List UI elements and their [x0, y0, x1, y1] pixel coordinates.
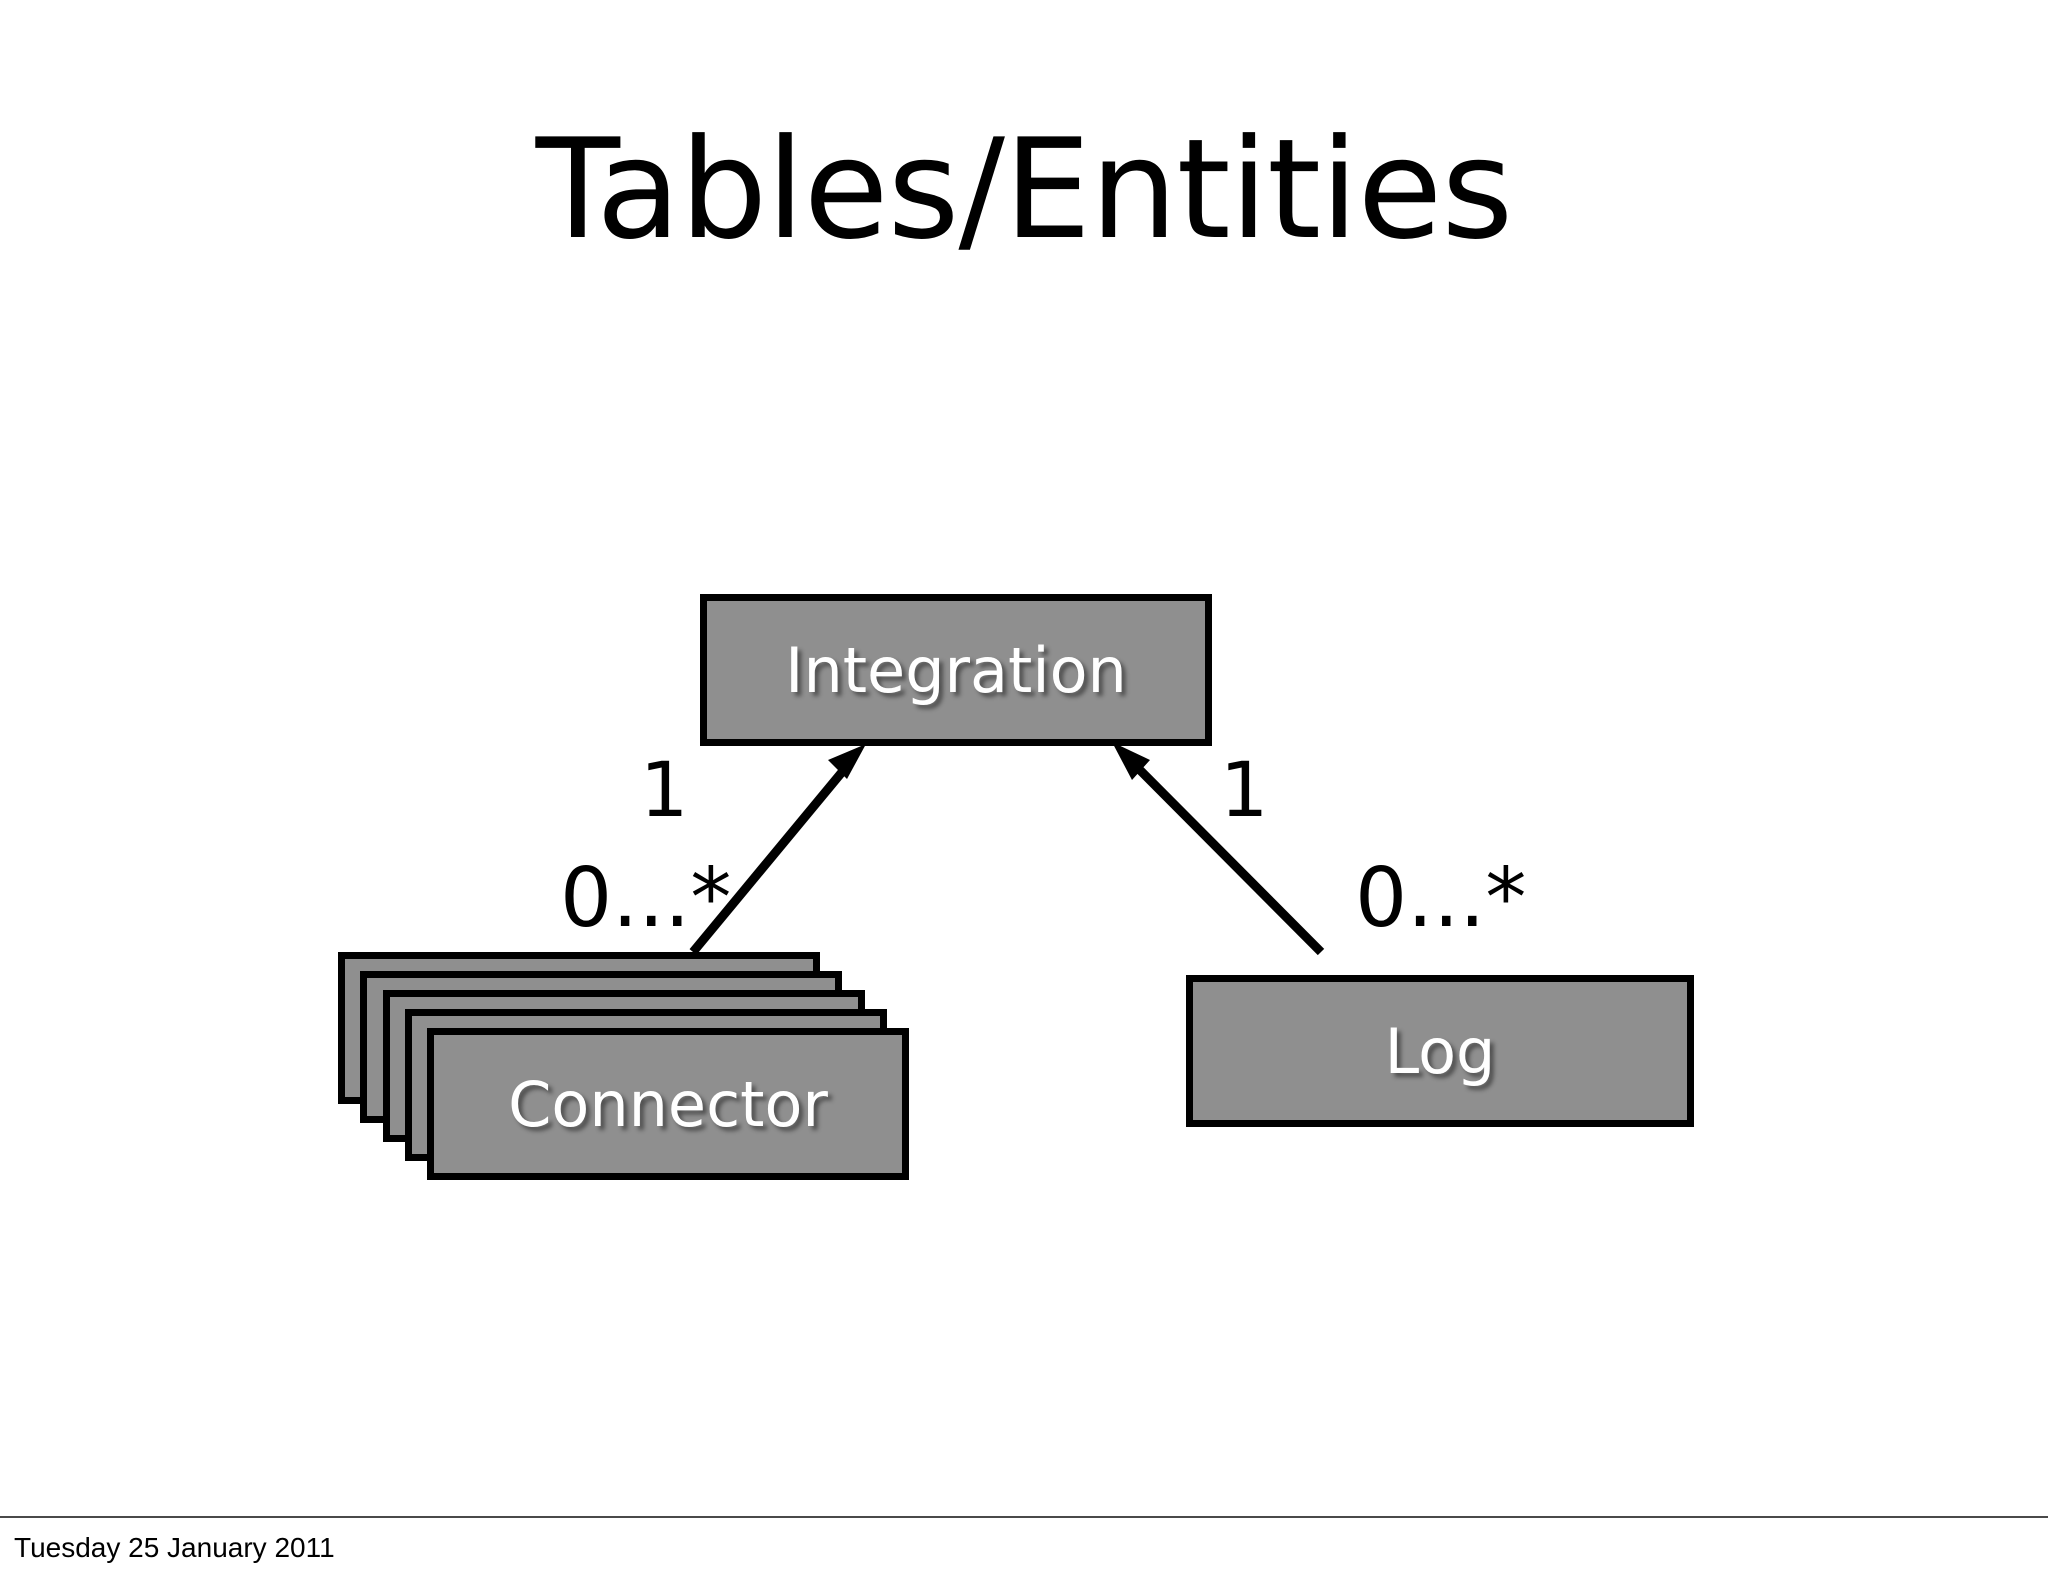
footer-divider: [0, 1516, 2048, 1518]
edge-log-to-integration: [1112, 742, 1325, 956]
entity-relationship-diagram: Integration Connector Log 1 0...* 1 0...…: [338, 594, 1694, 1192]
node-connector[interactable]: Connector: [338, 952, 918, 1192]
connector-stack-sheet-front: Connector: [427, 1028, 909, 1180]
node-log-label: Log: [1384, 1014, 1496, 1088]
multiplicity-left-one: 1: [640, 745, 689, 834]
multiplicity-left-many: 0...*: [560, 851, 732, 946]
node-log[interactable]: Log: [1186, 975, 1694, 1127]
node-integration[interactable]: Integration: [700, 594, 1212, 746]
multiplicity-right-many: 0...*: [1355, 851, 1527, 946]
footer-date: Tuesday 25 January 2011: [14, 1532, 335, 1563]
node-integration-label: Integration: [785, 633, 1127, 707]
node-connector-label: Connector: [508, 1067, 828, 1141]
page-title: Tables/Entities: [535, 109, 1514, 270]
multiplicity-right-one: 1: [1220, 745, 1269, 834]
